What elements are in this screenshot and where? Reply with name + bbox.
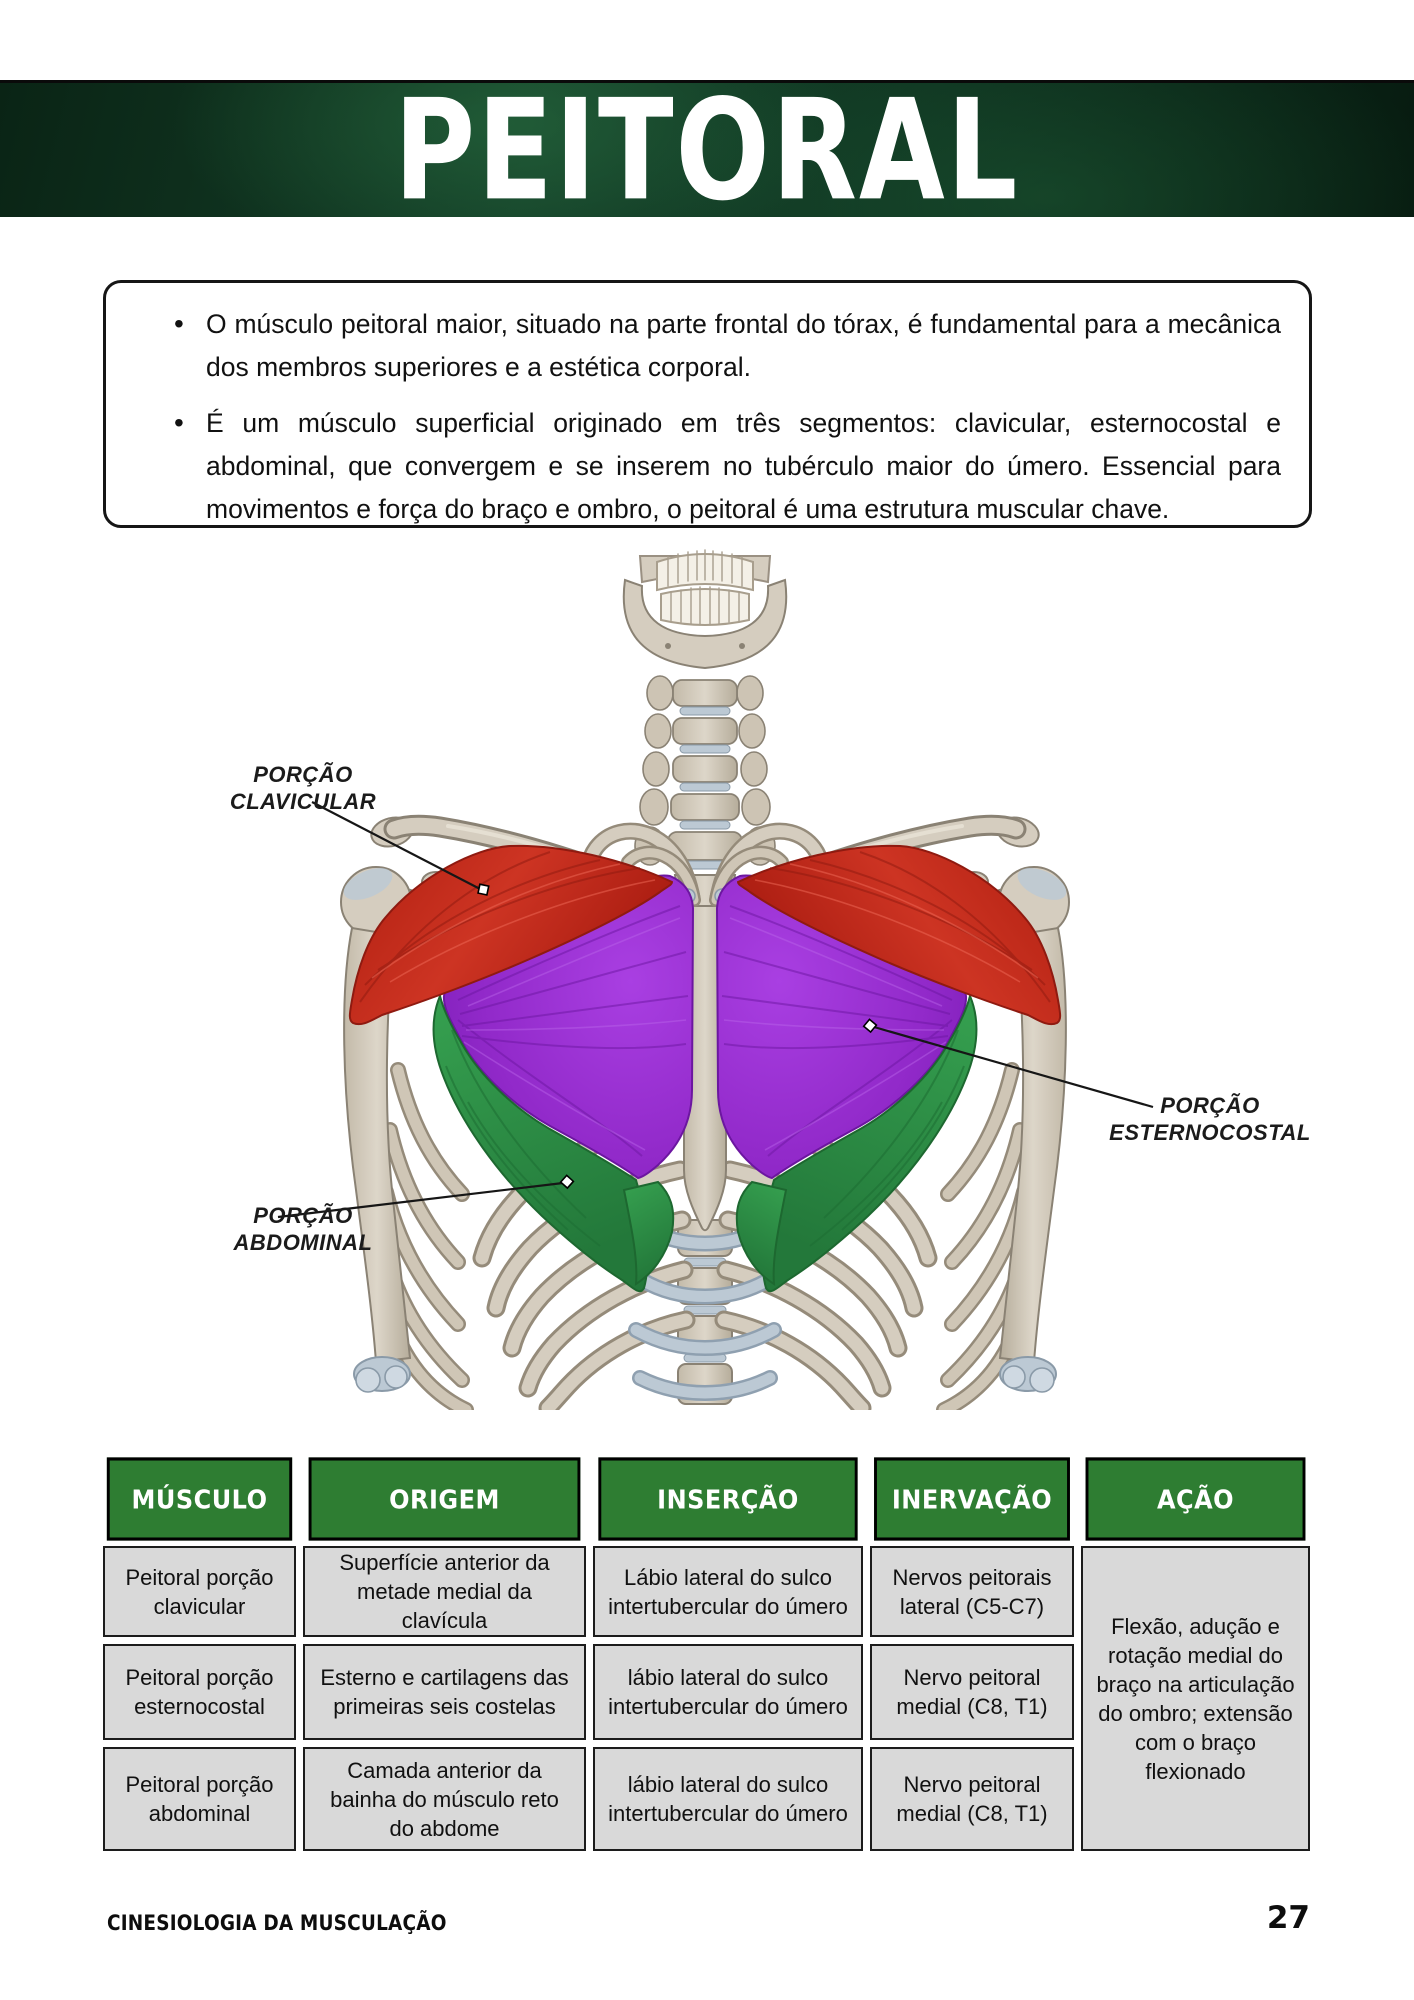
esternocostal-annotation: PORÇÃO ESTERNOCOSTAL: [862, 1018, 1311, 1145]
clavicular-annotation: PORÇÃO CLAVICULAR: [230, 762, 490, 896]
leader-marker: [559, 1174, 575, 1190]
label-esternocostal-line1: PORÇÃO: [1160, 1093, 1260, 1118]
label-abdominal-line2: ABDOMINAL: [233, 1230, 373, 1255]
leader-marker: [862, 1018, 878, 1034]
cell-inervacao-esternocostal: Nervo peitoral medial (C8, T1): [870, 1644, 1074, 1740]
cell-insercao-clavicular: Lábio lateral do sulco intertubercular d…: [593, 1546, 863, 1637]
cell-musculo-esternocostal: Peitoral porção esternocostal: [103, 1644, 296, 1740]
cell-inervacao-clavicular: Nervos peitorais lateral (C5-C7): [870, 1546, 1074, 1637]
column-header-origem: ORIGEM: [308, 1457, 581, 1541]
intro-bullet-2: É um músculo superficial originado em tr…: [174, 401, 1281, 531]
cell-insercao-abdominal: lábio lateral do sulco intertubercular d…: [593, 1747, 863, 1851]
intro-text-box: O músculo peitoral maior, situado na par…: [103, 280, 1312, 528]
page-title: PEITORAL: [394, 68, 1020, 232]
label-clavicular-line2: CLAVICULAR: [230, 789, 376, 814]
cell-musculo-abdominal: Peitoral porção abdominal: [103, 1747, 296, 1851]
skull: [622, 549, 788, 670]
annotations: PORÇÃO CLAVICULAR PORÇÃO ESTERNOCOSTAL P…: [230, 762, 1311, 1255]
header-banner: PEITORAL: [0, 68, 1414, 232]
muscle-table: MÚSCULO ORIGEM INSERÇÃO INERVAÇÃO AÇÃO P…: [103, 1457, 1310, 1851]
page-number: 27: [1266, 1900, 1310, 1936]
column-header-insercao: INSERÇÃO: [598, 1457, 858, 1541]
clavicular-muscle-left: [348, 844, 674, 1026]
cell-inervacao-abdominal: Nervo peitoral medial (C8, T1): [870, 1747, 1074, 1851]
cell-insercao-esternocostal: lábio lateral do sulco intertubercular d…: [593, 1644, 863, 1740]
cell-origem-abdominal: Camada anterior da bainha do músculo ret…: [303, 1747, 586, 1851]
intro-bullet-1: O músculo peitoral maior, situado na par…: [174, 302, 1281, 389]
cell-acao-merged: Flexão, adução e rotação medial do braço…: [1081, 1546, 1310, 1851]
footer-book-title: CINESIOLOGIA DA MUSCULAÇÃO: [107, 1911, 447, 1935]
cell-origem-esternocostal: Esterno e cartilagens das primeiras seis…: [303, 1644, 586, 1740]
abdominal-muscle-left: [432, 992, 675, 1293]
pectoral-muscles: [348, 844, 1062, 1293]
label-abdominal-line1: PORÇÃO: [253, 1203, 353, 1228]
cell-musculo-clavicular: Peitoral porção clavicular: [103, 1546, 296, 1637]
label-esternocostal-line2: ESTERNOCOSTAL: [1109, 1120, 1311, 1145]
lower-teeth: [660, 586, 750, 626]
column-header-acao: AÇÃO: [1085, 1457, 1306, 1541]
upper-teeth: [656, 549, 754, 592]
cell-origem-clavicular: Superfície anterior da metade medial da …: [303, 1546, 586, 1637]
label-clavicular-line1: PORÇÃO: [253, 762, 353, 787]
mental-foramen-left: [665, 643, 671, 649]
abdominal-annotation: PORÇÃO ABDOMINAL: [233, 1174, 575, 1255]
leader-marker: [477, 883, 490, 896]
clavicular-muscle-right: [736, 844, 1062, 1026]
column-header-inervacao: INERVAÇÃO: [874, 1457, 1070, 1541]
column-header-musculo: MÚSCULO: [106, 1457, 293, 1541]
mental-foramen-right: [739, 643, 745, 649]
anatomy-illustration: PORÇÃO CLAVICULAR PORÇÃO ESTERNOCOSTAL P…: [80, 430, 1330, 1410]
abdominal-muscle-right: [735, 992, 978, 1293]
pectoral-diagram: PORÇÃO CLAVICULAR PORÇÃO ESTERNOCOSTAL P…: [230, 549, 1311, 1410]
